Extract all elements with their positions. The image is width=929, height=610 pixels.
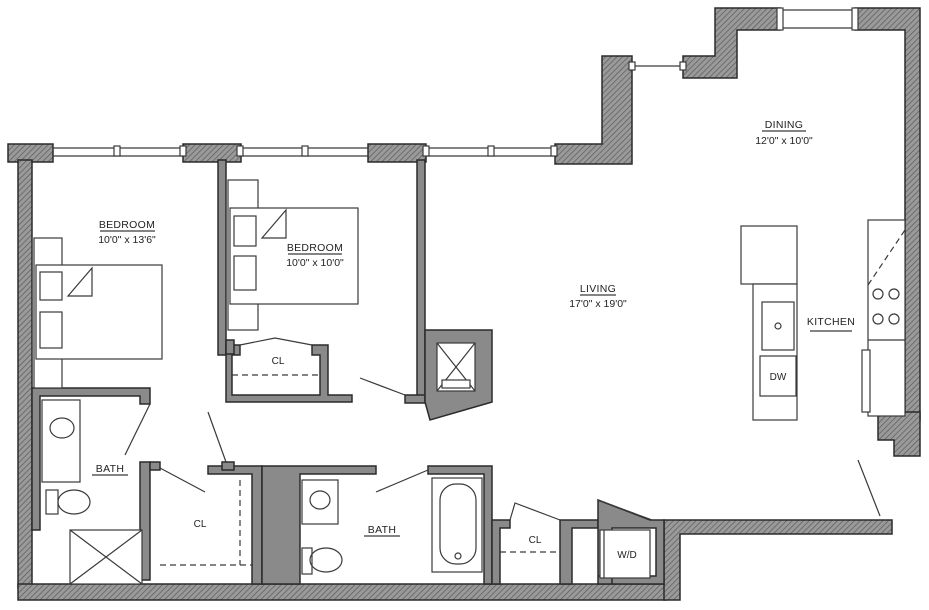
bedroom2-furniture (227, 179, 359, 376)
bedroom1-label: BEDROOM (99, 219, 155, 231)
bedroom2-dims: 10'0" x 10'0" (286, 257, 344, 269)
laundry-closet (500, 529, 651, 579)
bath2-label: BATH (368, 524, 396, 536)
mechanical-unit (436, 342, 476, 392)
living-label: LIVING (580, 283, 616, 295)
bath1-label: BATH (96, 463, 124, 475)
closet-laundry-label: CL (529, 535, 542, 546)
kitchen-counter (861, 219, 906, 417)
washer-dryer-label: W/D (617, 550, 636, 561)
closet-hall-label: CL (194, 519, 207, 530)
bedroom1-furniture (33, 237, 163, 389)
bath1-fixtures (41, 399, 143, 585)
bedroom2-label: BEDROOM (287, 242, 343, 254)
dining-label: DINING (765, 119, 804, 131)
doors (124, 337, 881, 521)
kitchen-label: KITCHEN (807, 316, 855, 328)
dining-dims: 12'0" x 10'0" (755, 135, 813, 147)
windows (53, 7, 859, 157)
closet-bedroom2-label: CL (272, 356, 285, 367)
bedroom1-dims: 10'0" x 13'6" (98, 234, 156, 246)
hall-closet (160, 480, 252, 566)
dishwasher-label: DW (770, 372, 787, 383)
bath2-fixtures (301, 477, 483, 575)
kitchen-island (740, 225, 798, 421)
living-dims: 17'0" x 19'0" (569, 298, 627, 310)
exterior-walls (7, 7, 921, 601)
